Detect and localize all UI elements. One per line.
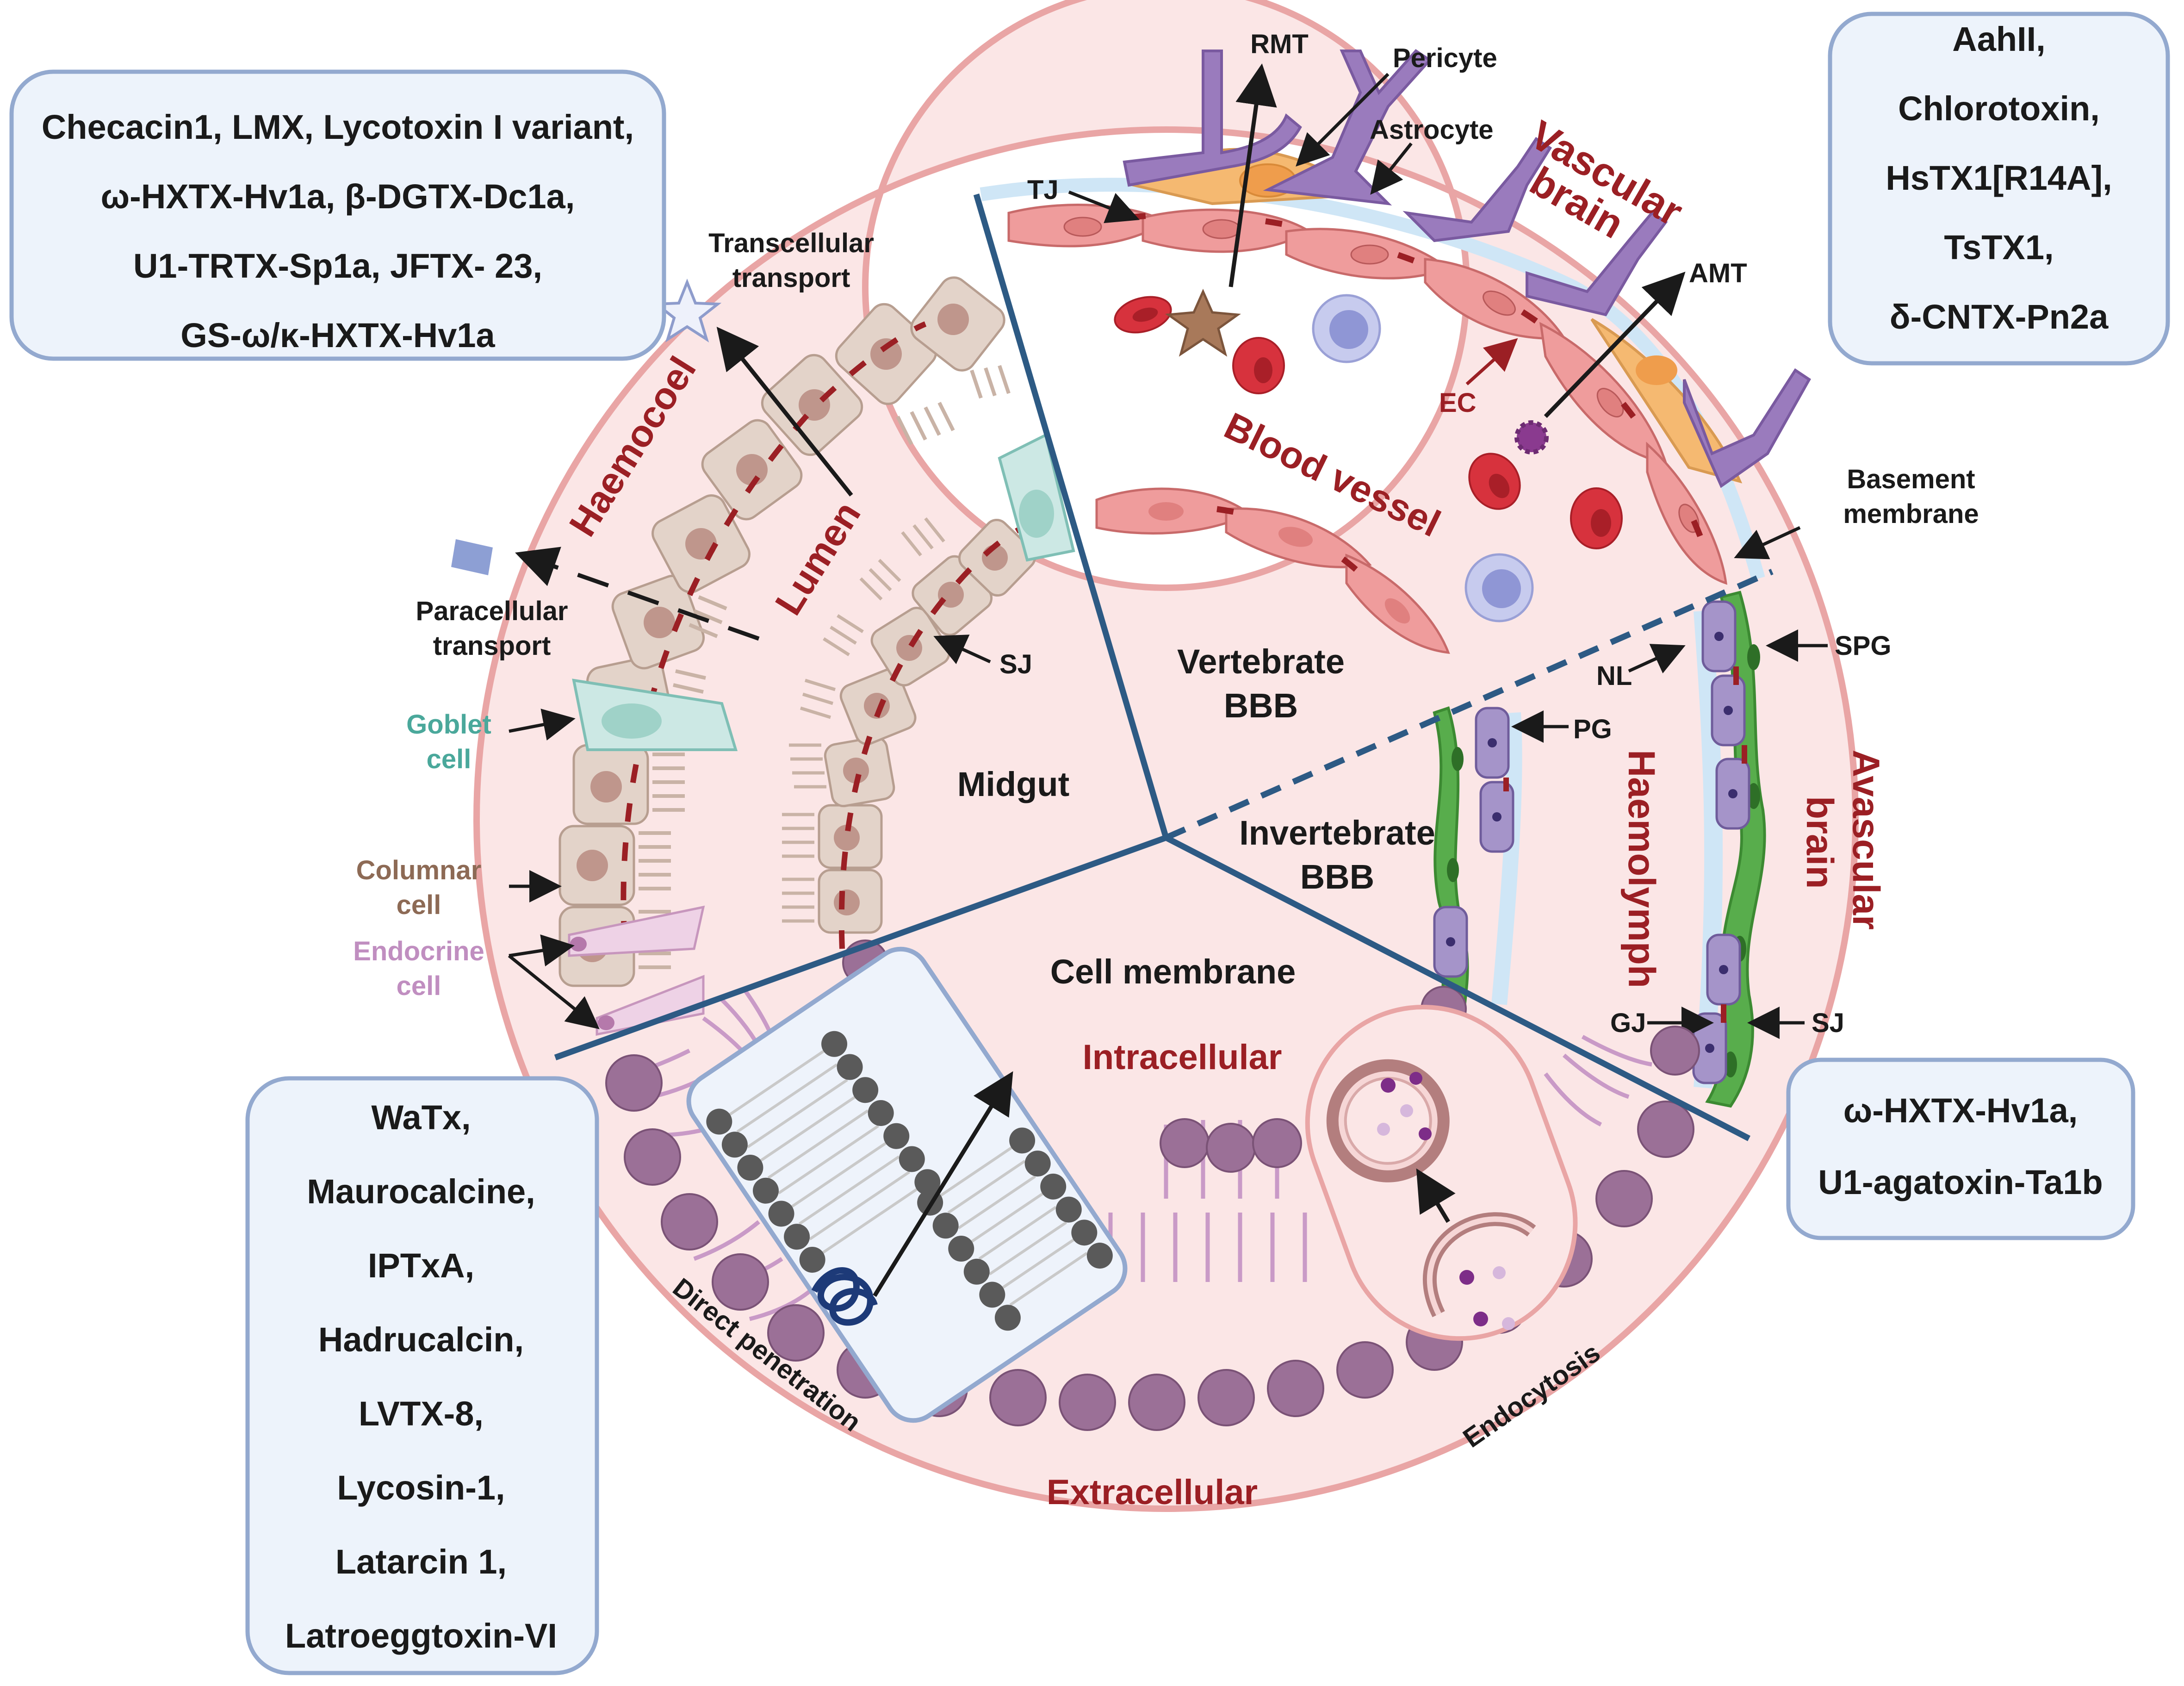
microvilli-outer [639, 365, 1011, 969]
peptide-coil-icon [811, 1267, 878, 1326]
perineurial-nuclei [1446, 632, 1737, 1053]
gj-label: GJ [1610, 1008, 1646, 1038]
rmt-arrow [1228, 63, 1277, 287]
goblet-label-1: Goblet [406, 709, 491, 740]
toxin-box-top-right: AahII, Chlorotoxin, HsTX1[R14A], TsTX1, … [1828, 12, 2170, 366]
paracellular-label-1: Paracellular [416, 596, 568, 626]
toxin-top-right-3: HsTX1[R14A], [1886, 159, 2112, 197]
invertebrate-junctions [1503, 666, 1747, 1023]
toxin-bottom-left-8: Latroeggtoxin-VI [285, 1617, 557, 1655]
toxin-bottom-left-1: WaTx, [371, 1098, 471, 1137]
haemolymph-label: Haemolymph [1620, 750, 1663, 988]
vertebrate-bbb-label-2: BBB [1224, 686, 1298, 725]
direct-penetration-box [686, 946, 1128, 1423]
toxin-bottom-left-2: Maurocalcine, [307, 1172, 535, 1211]
endocytosis-arrow [1416, 1168, 1456, 1223]
sector-dividers [554, 193, 1774, 1141]
amt-label: AMT [1689, 258, 1747, 288]
toxin-bottom-left-3: IPTxA, [368, 1246, 474, 1285]
endocytosis-particles [1377, 1072, 1515, 1330]
astrocyte-label: Astrocyte [1370, 115, 1494, 145]
columnar-label-2: cell [397, 890, 441, 920]
toxin-top-left-3: U1-TRTX-Sp1a, JFTX- 23, [133, 247, 542, 285]
goblet-cell [572, 433, 1075, 751]
invertebrate-bbb-sector: SPG NL PG Haemolymph Avascular brain GJ … [1239, 591, 1892, 1108]
vertebrate-label-arrows [1068, 73, 1801, 560]
amt-arrow [1544, 272, 1686, 418]
toxin-box-top-left: Checacin1, LMX, Lycotoxin I variant, ω-H… [9, 69, 666, 361]
avascular-brain-label-1: Avascular [1845, 750, 1887, 930]
endocrine-label-2: cell [397, 971, 441, 1001]
penetration-arrow [873, 1071, 1013, 1297]
invertebrate-label-arrows [1511, 629, 1828, 1039]
basement-membrane-label-1: Basement [1847, 464, 1975, 494]
endothelial-nuclei-lower [1148, 502, 1410, 624]
toxin-top-left-1: Checacin1, LMX, Lycotoxin I variant, [42, 108, 634, 146]
transcellular-label-2: transport [732, 263, 850, 293]
star-toxin-icon [1165, 288, 1241, 357]
avascular-brain-label-2: brain [1799, 796, 1841, 889]
toxin-bottom-right-1: ω-HXTX-Hv1a, [1843, 1091, 2078, 1130]
pericyte-label: Pericyte [1393, 43, 1497, 73]
toxin-bottom-left-7: Latarcin 1, [335, 1543, 507, 1581]
toxin-top-right-4: TsTX1, [1944, 228, 2054, 267]
toxin-box-bottom-left: WaTx, Maurocalcine, IPTxA, Hadrucalcin, … [245, 1076, 599, 1675]
toxin-bottom-left-4: Hadrucalcin, [318, 1320, 524, 1359]
microvilli-inner [782, 517, 945, 923]
midgut-label-arrows [508, 635, 991, 1029]
toxin-box-bottom-right: ω-HXTX-Hv1a, U1-agatoxin-Ta1b [1786, 1058, 2135, 1240]
white-blood-cells [1312, 294, 1534, 622]
rmt-label: RMT [1250, 29, 1309, 59]
midgut-sj-label: SJ [999, 649, 1032, 679]
tj-label: TJ [1027, 175, 1059, 205]
toxin-bottom-left-5: LVTX-8, [359, 1394, 484, 1433]
invertebrate-sj-label: SJ [1812, 1008, 1844, 1038]
toxin-bottom-right-2: U1-agatoxin-Ta1b [1818, 1163, 2103, 1201]
midgut-junctions [620, 321, 1024, 949]
vertebrate-bbb-label-1: Vertebrate [1177, 642, 1345, 681]
toxin-bottom-left-6: Lycosin-1, [337, 1468, 505, 1507]
extracellular-label: Extracellular [1047, 1473, 1258, 1512]
diamond-molecule-icon [451, 539, 493, 575]
cell-membrane-label: Cell membrane [1050, 952, 1296, 991]
endocrine-label-1: Endocrine [353, 936, 484, 966]
toxin-top-left-2: ω-HXTX-Hv1a, β-DGTX-Dc1a, [101, 177, 575, 216]
midgut-label: Midgut [957, 765, 1069, 803]
pg-label: PG [1573, 714, 1612, 744]
toxin-top-right-2: Chlorotoxin, [1898, 89, 2100, 128]
red-blood-cell-highlights [1132, 307, 1611, 537]
toxin-top-right-5: δ-CNTX-Pn2a [1890, 298, 2109, 336]
toxin-top-right-1: AahII, [1952, 20, 2045, 58]
spiky-toxin-icon [1514, 420, 1549, 454]
invertebrate-bbb-label-2: BBB [1300, 858, 1374, 896]
transcellular-label-1: Transcellular [708, 228, 874, 258]
nl-label: NL [1596, 661, 1632, 691]
invertebrate-bbb-label-1: Invertebrate [1239, 814, 1435, 852]
goblet-label-2: cell [427, 744, 472, 774]
columnar-label-1: Columnar [356, 855, 482, 885]
cell-membrane-sector: Cell membrane Intracellular Extracellula… [605, 939, 1700, 1512]
paracellular-label-2: transport [433, 631, 551, 661]
basement-membrane-label-2: membrane [1843, 499, 1979, 529]
intracellular-label: Intracellular [1083, 1038, 1282, 1077]
ec-label: EC [1439, 388, 1477, 418]
astrocyte [1123, 49, 1811, 488]
ec-arrow [1465, 338, 1518, 386]
paracellular-arrow [515, 547, 760, 641]
transcellular-arrow [716, 326, 853, 497]
spg-label: SPG [1835, 631, 1892, 661]
toxin-top-left-4: GS-ω/κ-HXTX-Hv1a [180, 316, 495, 355]
